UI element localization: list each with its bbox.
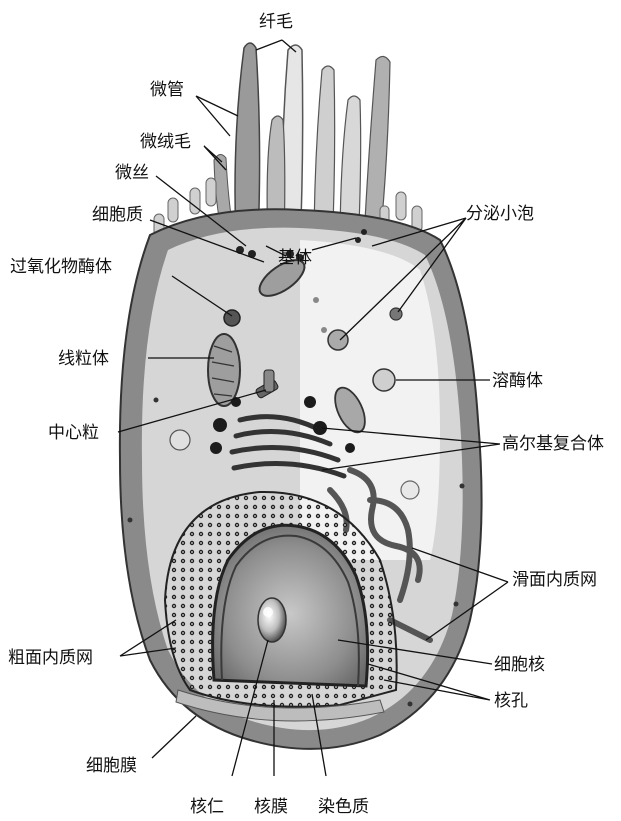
label-smooth-er: 滑面内质网 [512, 570, 597, 590]
nucleolus [258, 598, 286, 642]
label-basal-body: 基体 [278, 248, 312, 268]
label-nuclear-envelope: 核膜 [254, 797, 288, 817]
label-centriole: 中心粒 [48, 423, 99, 443]
label-secretory-vesicle: 分泌小泡 [466, 204, 534, 224]
label-microvilli: 微绒毛 [140, 132, 191, 152]
vesicle [313, 297, 319, 303]
label-microfilament: 微丝 [115, 163, 149, 183]
label-microtubule: 微管 [150, 80, 184, 100]
lysosome [373, 369, 395, 391]
label-nucleus: 细胞核 [494, 655, 545, 675]
vesicle [321, 327, 327, 333]
label-chromatin: 染色质 [318, 797, 369, 817]
label-mitochondrion: 线粒体 [58, 349, 109, 369]
label-peroxisome: 过氧化物酶体 [10, 257, 112, 277]
label-nuclear-pore: 核孔 [494, 691, 528, 711]
vesicle [401, 481, 419, 499]
secretory-vesicle [328, 330, 348, 350]
label-lysosome: 溶酶体 [492, 371, 543, 391]
label-nucleolus: 核仁 [190, 797, 224, 817]
label-rough-er: 粗面内质网 [8, 648, 93, 668]
label-golgi: 高尔基复合体 [502, 434, 604, 454]
label-cilia: 纤毛 [259, 12, 293, 32]
vesicle [170, 430, 190, 450]
label-cytoplasm: 细胞质 [92, 205, 143, 225]
label-cell-membrane: 细胞膜 [86, 756, 137, 776]
